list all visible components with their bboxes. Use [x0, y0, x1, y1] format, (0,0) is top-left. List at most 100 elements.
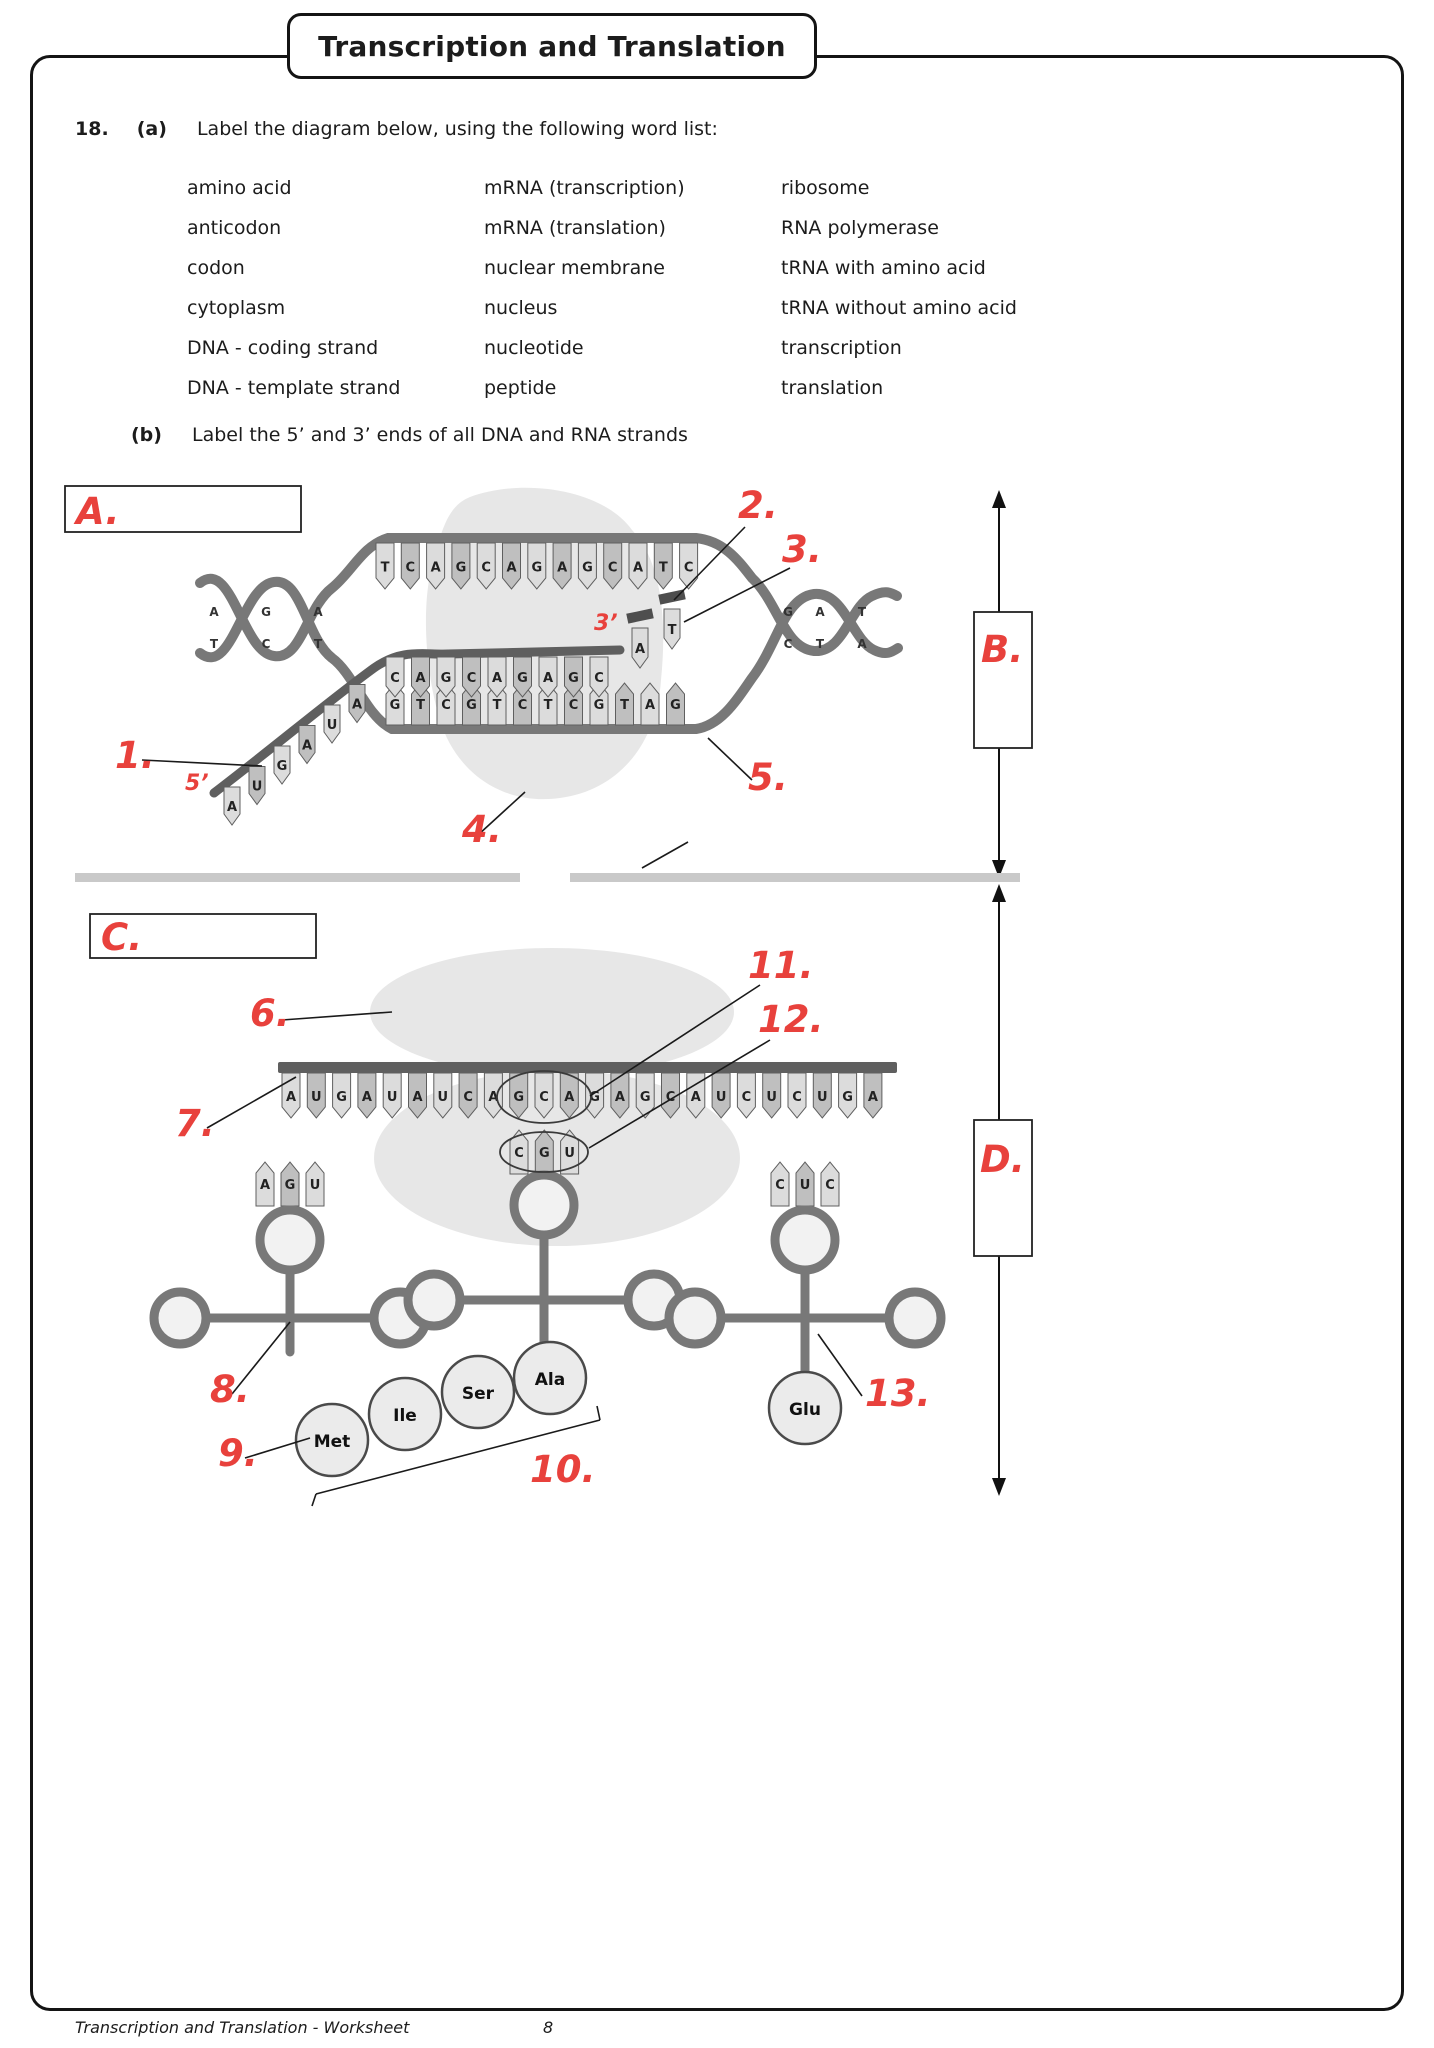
- word-list-column-3: ribosome RNA polymerase tRNA with amino …: [781, 168, 1017, 408]
- answer-box-c[interactable]: [89, 913, 317, 959]
- free-nucleotide-letter: T: [668, 623, 677, 638]
- worksheet-title-box: Transcription and Translation: [287, 13, 817, 79]
- label-4: 4.: [461, 808, 502, 851]
- label-7: 7.: [175, 1102, 215, 1145]
- nucleotide-tooth: [686, 1072, 706, 1119]
- nucleotide-tooth: [795, 1161, 815, 1207]
- nucleotide-tooth: [560, 1129, 580, 1175]
- nucleotide-letter: A: [645, 698, 655, 713]
- word-list: amino acid anticodon codon cytoplasm DNA…: [187, 168, 1017, 408]
- mrna-strand-translation: [278, 1062, 897, 1073]
- nucleotide-tooth: [451, 542, 471, 590]
- trna-loop: [770, 1205, 840, 1275]
- nucleotide-tooth: [357, 1072, 377, 1119]
- nucleotide-tooth: [385, 656, 405, 698]
- nucleotide-tooth: [552, 542, 572, 590]
- trna-loop: [403, 1269, 465, 1331]
- nucleotide-tooth: [255, 1161, 275, 1207]
- nucleotide-tooth: [534, 1072, 554, 1119]
- word-list-item: mRNA (transcription): [484, 177, 685, 199]
- nucleotide-letter: C: [792, 1090, 802, 1105]
- nucleotide-letter: C: [514, 1146, 524, 1161]
- nucleotide-tooth: [483, 1072, 503, 1119]
- answer-box-d[interactable]: [973, 1119, 1033, 1257]
- nucleotide-letter: T: [620, 698, 629, 713]
- nucleotide-tooth: [487, 656, 507, 698]
- free-nucleotides: AT: [626, 589, 686, 669]
- trna-loop: [509, 1170, 579, 1240]
- nucleotide-letter: G: [594, 698, 605, 713]
- word-list-item: translation: [781, 377, 884, 399]
- nucleotide-letter: A: [227, 800, 237, 815]
- label-1-leader: [141, 759, 263, 767]
- base-pair-letter: G: [783, 605, 793, 619]
- word-list-item: ribosome: [781, 177, 870, 199]
- amino-acid-label: Ser: [462, 1384, 495, 1404]
- nucleotide-letter: C: [666, 1090, 676, 1105]
- nucleotide-tooth: [305, 1161, 325, 1207]
- nucleotide-letter: G: [285, 1178, 296, 1193]
- label-5: 5.: [748, 756, 788, 799]
- peptide-chain: Met Ile Ser Ala: [294, 1340, 588, 1478]
- nucleotide-tooth: [323, 704, 341, 744]
- word-list-item: tRNA with amino acid: [781, 257, 986, 279]
- nucleotide-letter: A: [415, 671, 425, 686]
- answer-box-a[interactable]: [64, 485, 302, 533]
- label-10-bracket: [315, 1419, 601, 1495]
- base-pair-letter: G: [261, 605, 271, 619]
- word-list-item: anticodon: [187, 217, 282, 239]
- nucleotide-tooth: [615, 682, 634, 726]
- footer-title: Transcription and Translation - Workshee…: [75, 2018, 410, 2037]
- nucleotide-letter: A: [868, 1090, 878, 1105]
- codon-circle: [496, 1070, 592, 1124]
- nucleotide-letter: A: [557, 560, 567, 575]
- label-4-leader: [477, 791, 526, 836]
- nucleotide-letter: G: [568, 671, 579, 686]
- nucleotide-tooth: [513, 656, 532, 698]
- nucleotide-tooth: [306, 1072, 326, 1119]
- nucleotide-tooth: [820, 1161, 840, 1207]
- label-9: 9.: [218, 1432, 258, 1475]
- nucleotide-letter: A: [615, 1090, 625, 1105]
- amino-acid-label: Glu: [789, 1400, 821, 1420]
- five-prime-label: 5’: [185, 771, 209, 796]
- label-10: 10.: [530, 1448, 596, 1491]
- answer-box-b[interactable]: [973, 611, 1033, 749]
- word-list-item: amino acid: [187, 177, 292, 199]
- word-list-item: nucleotide: [484, 337, 584, 359]
- nucleotide-letter: U: [310, 1178, 321, 1193]
- word-list-item: nuclear membrane: [484, 257, 665, 279]
- nucleotide-letter: G: [336, 1090, 347, 1105]
- arrowhead-down-icon: [992, 860, 1006, 878]
- question-line-b: (b) Label the 5’ and 3’ ends of all DNA …: [131, 424, 688, 446]
- nucleotide-letter: G: [277, 759, 288, 774]
- word-list-item: nucleus: [484, 297, 558, 319]
- base-pair-letter: T: [210, 637, 219, 651]
- base-pair-letter: A: [209, 605, 219, 619]
- nucleotide-letter: G: [539, 1146, 550, 1161]
- mrna-strand-transcription: [209, 645, 625, 798]
- label-12: 12.: [758, 998, 824, 1041]
- nucleotide-tooth: [426, 542, 446, 590]
- nucleotide-tooth: [436, 656, 456, 698]
- nucleotide-tooth: [538, 656, 558, 698]
- base-pair-letter: A: [313, 605, 323, 619]
- nucleotide-letter: G: [517, 671, 528, 686]
- nucleotide-letter: G: [441, 671, 452, 686]
- incoming-amino-acid: Glu: [767, 1370, 843, 1446]
- dna-coding-strand: [195, 533, 902, 662]
- nucleotide-tooth: [382, 1072, 402, 1119]
- nucleotide-letter: G: [513, 1090, 524, 1105]
- label-3: 3.: [782, 528, 822, 571]
- nucleotide-letter: U: [327, 718, 338, 733]
- nucleotide-letter: C: [825, 1178, 835, 1193]
- label-10-tick-left: [311, 1493, 317, 1507]
- nuclear-membrane-right: [570, 873, 1020, 882]
